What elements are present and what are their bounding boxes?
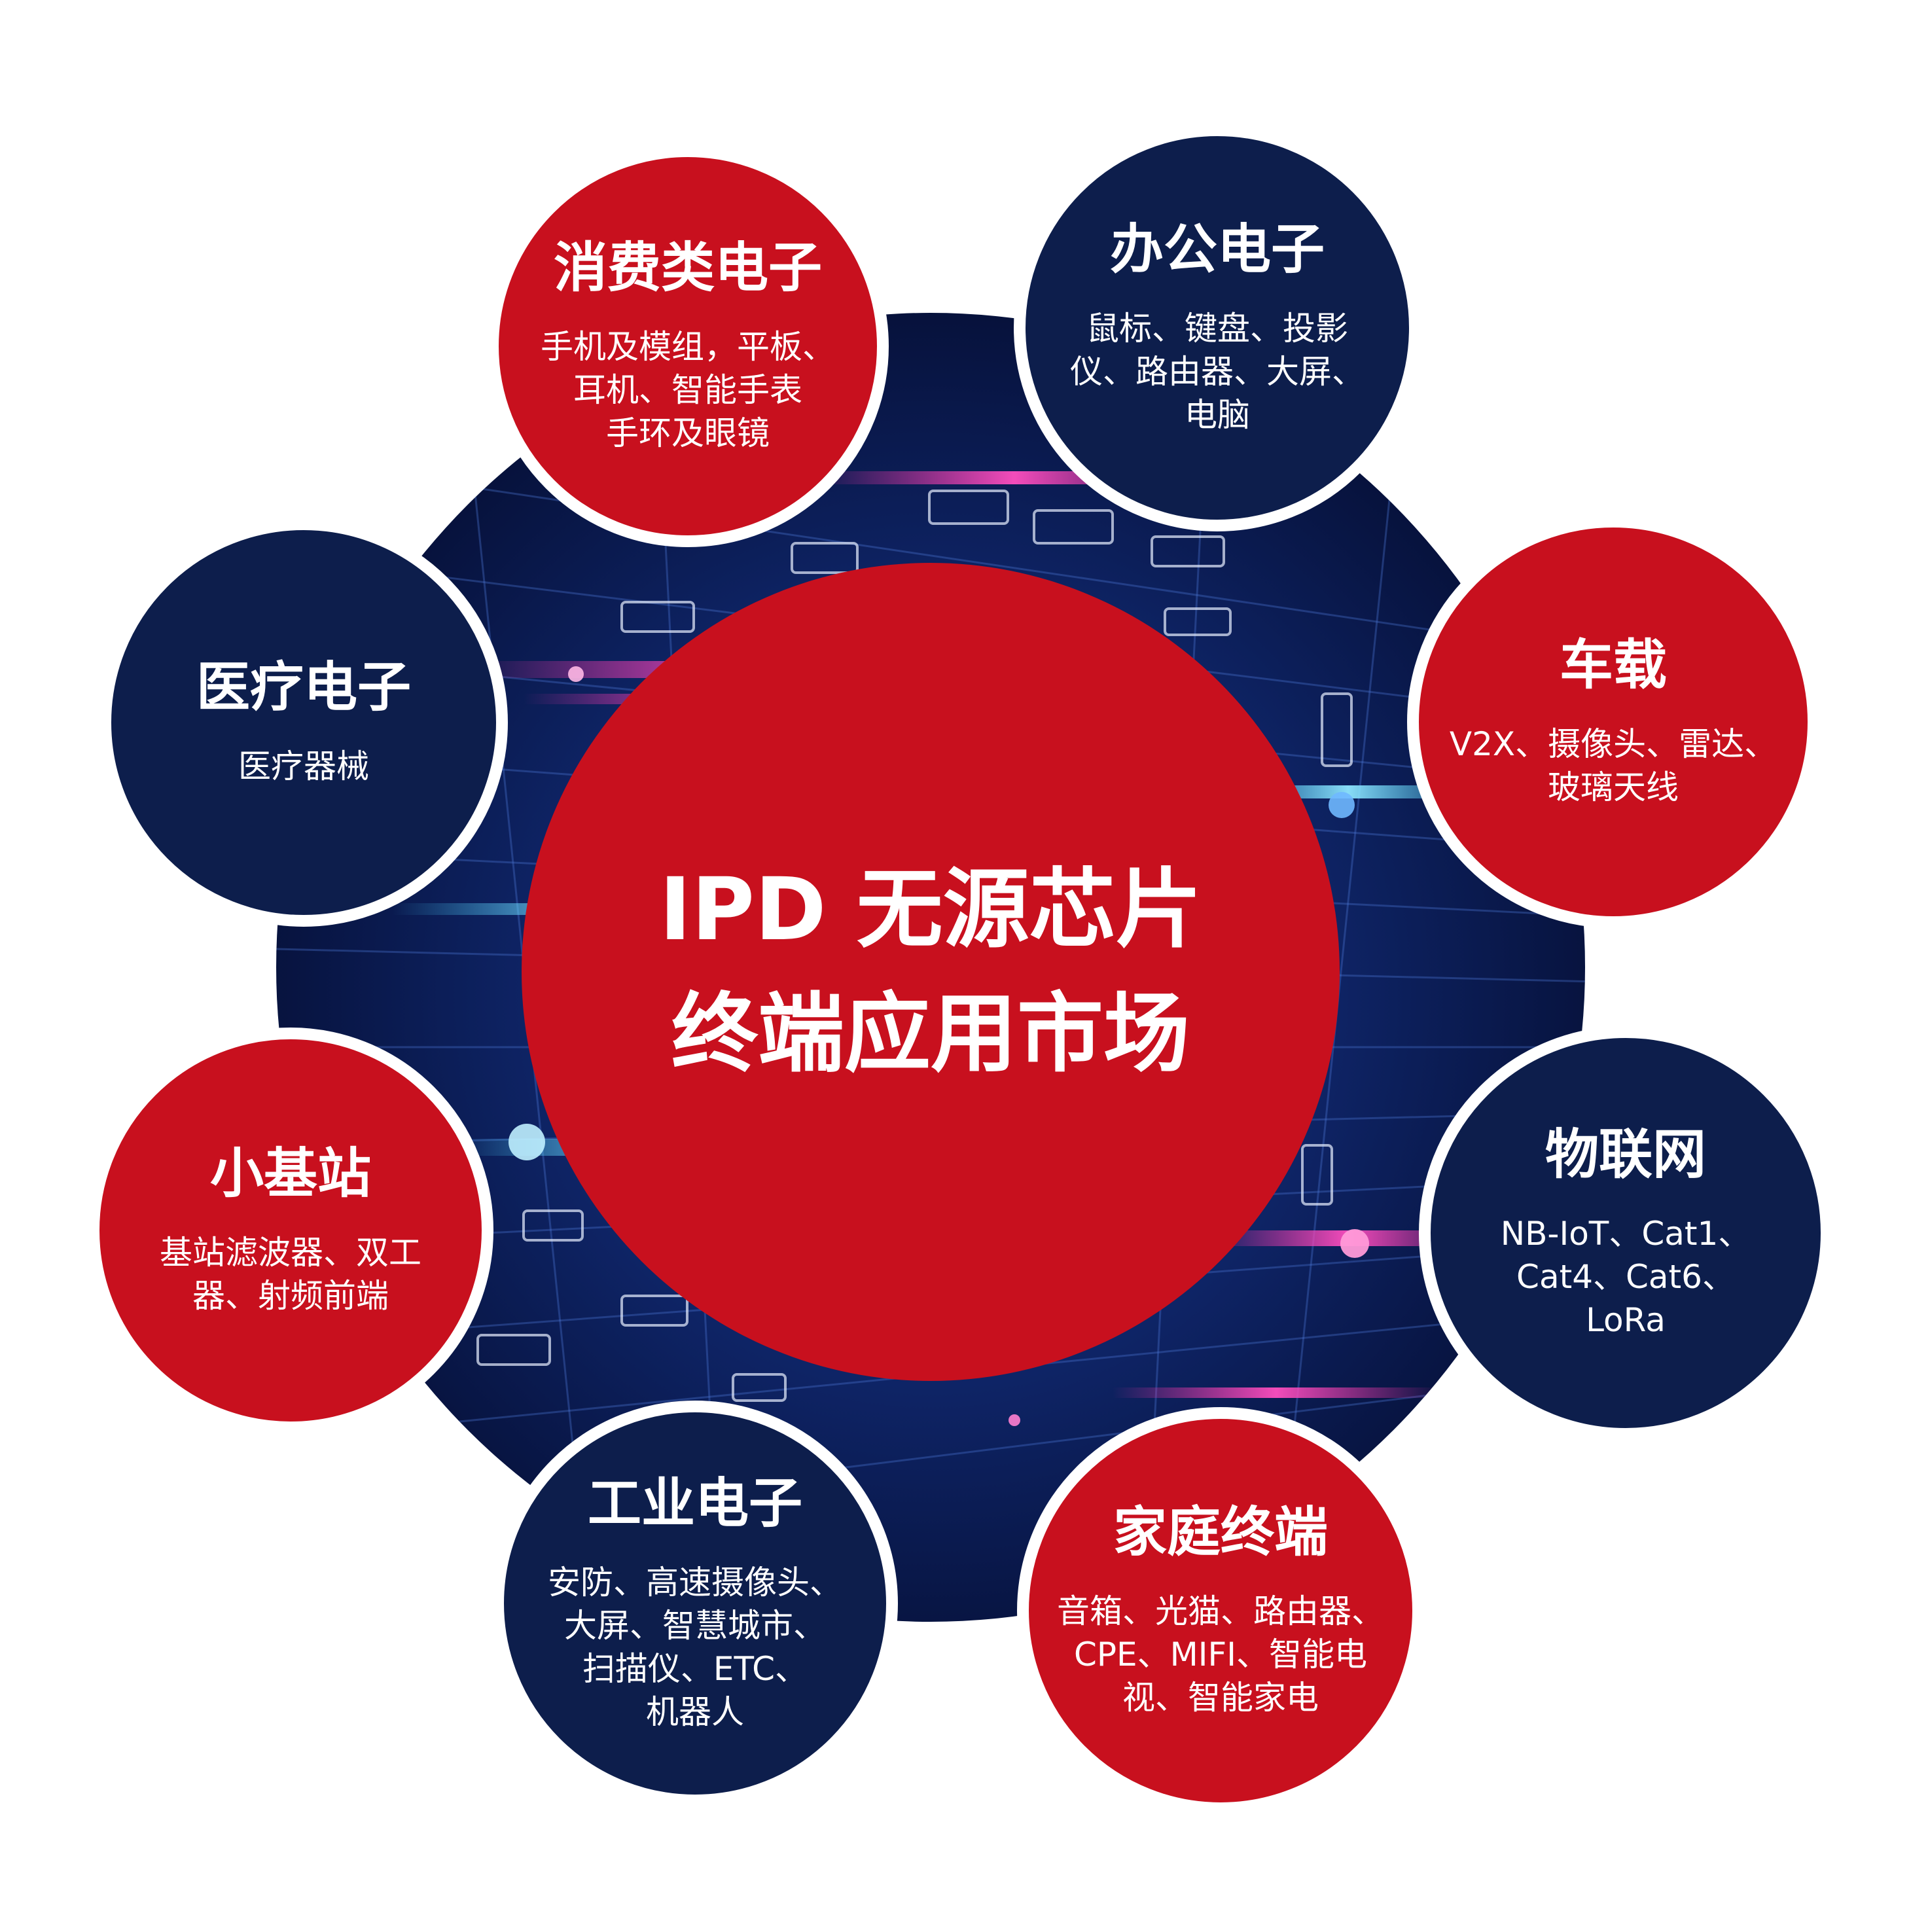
segment-title: 物联网	[1545, 1123, 1706, 1186]
segment-description: NB-IoT、Cat1、 Cat4、Cat6、 LoRa	[1501, 1212, 1751, 1342]
segment-line: NB-IoT、Cat1、	[1500, 1215, 1751, 1253]
segment-line: 视、智能家电	[1122, 1679, 1319, 1717]
center-title-line-1: IPD 无源芯片	[659, 859, 1202, 960]
segment-description: 手机及模组，平板、 耳机、智能手表 手环及眼镜	[541, 325, 835, 455]
segment-line: 大屏、智慧城市、	[564, 1607, 826, 1645]
segment-line: CPE、MIFI、智能电	[1073, 1636, 1368, 1674]
segment-title: 小基站	[209, 1142, 371, 1205]
segment-line: 玻璃天线	[1548, 768, 1679, 807]
segment-line: 电脑	[1185, 396, 1250, 435]
segment-line: 耳机、智能手表	[573, 371, 802, 410]
segment-description: 鼠标、键盘、投影 仪、路由器、大屏、 电脑	[1070, 307, 1365, 437]
segment-line: V2X、摄像头、雷达、	[1449, 725, 1777, 764]
segment-line: LoRa	[1586, 1301, 1666, 1340]
segment-medical-electronics: 医疗电子 医疗器械	[99, 518, 508, 927]
segment-title: 医疗电子	[196, 656, 411, 719]
segment-description: 音箱、光猫、路由器、 CPE、MIFI、智能电 视、智能家电	[1057, 1590, 1384, 1719]
segment-office-electronics: 办公电子 鼠标、键盘、投影 仪、路由器、大屏、 电脑	[1014, 124, 1421, 531]
segment-description: 基站滤波器、双工 器、射频前端	[160, 1231, 421, 1317]
segment-iot: 物联网 NB-IoT、Cat1、 Cat4、Cat6、 LoRa	[1419, 1026, 1832, 1440]
center-title-line-2: 终端应用市场	[671, 984, 1190, 1084]
segment-title: 家庭终端	[1113, 1501, 1328, 1564]
center-bubble: IPD 无源芯片 终端应用市场	[522, 563, 1340, 1381]
segment-home-terminals: 家庭终端 音箱、光猫、路由器、 CPE、MIFI、智能电 视、智能家电	[1017, 1407, 1424, 1814]
segment-line: Cat4、Cat6、	[1516, 1258, 1735, 1297]
segment-title: 办公电子	[1109, 218, 1325, 281]
segment-line: 安防、高速摄像头、	[548, 1564, 842, 1602]
segment-line: 手机及模组，平板、	[541, 328, 835, 367]
segment-consumer-electronics: 消费类电子 手机及模组，平板、 耳机、智能手表 手环及眼镜	[487, 145, 889, 547]
segment-line: 医疗器械	[238, 747, 369, 786]
segment-title: 车载	[1559, 634, 1667, 696]
segment-line: 机器人	[646, 1693, 744, 1732]
segment-title: 消费类电子	[553, 236, 822, 299]
segment-line: 仪、路由器、大屏、	[1070, 353, 1365, 391]
segment-description: 医疗器械	[238, 745, 369, 788]
segment-line: 音箱、光猫、路由器、	[1057, 1592, 1384, 1631]
segment-description: V2X、摄像头、雷达、 玻璃天线	[1450, 723, 1777, 809]
segment-line: 鼠标、键盘、投影	[1086, 310, 1348, 348]
segment-automotive: 车载 V2X、摄像头、雷达、 玻璃天线	[1407, 516, 1819, 928]
segment-line: 器、射频前端	[192, 1277, 389, 1315]
segment-title: 工业电子	[587, 1472, 802, 1535]
segment-description: 安防、高速摄像头、 大屏、智慧城市、 扫描仪、ETC、 机器人	[548, 1561, 842, 1734]
segment-line: 手环及眼镜	[606, 414, 770, 453]
segment-industrial-electronics: 工业电子 安防、高速摄像头、 大屏、智慧城市、 扫描仪、ETC、 机器人	[492, 1401, 898, 1806]
segment-small-cell: 小基站 基站滤波器、双工 器、射频前端	[88, 1028, 493, 1433]
segment-line: 扫描仪、ETC、	[582, 1650, 808, 1689]
segment-line: 基站滤波器、双工	[160, 1234, 421, 1272]
